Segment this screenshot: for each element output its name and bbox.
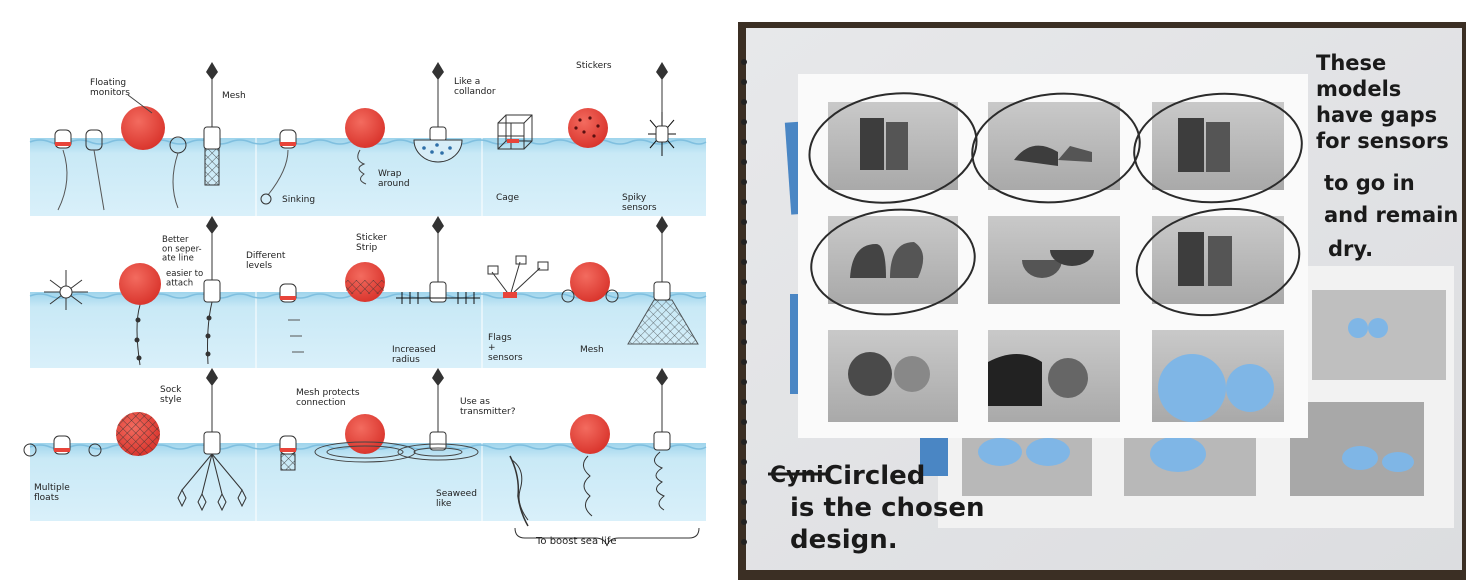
label-mesh: Mesh [222,91,246,101]
red-buoy [121,106,165,150]
chosen-design-circles [808,92,1303,317]
notebook-page-photo: These models have gaps for sensors to go… [738,22,1466,580]
prototype-photo-grid [828,102,1284,422]
note-gaps-for-sensors: These models have gaps for sensors to go… [1316,51,1466,261]
label-sinking: Sinking [282,195,315,205]
sea-band-row2 [30,292,706,368]
sea-band-row3 [30,443,706,521]
spiral-binding [741,59,747,545]
label-flags-sensors: Flags+sensors [488,333,523,363]
blue-print-photos [962,290,1446,496]
note-circled-chosen: Circled is the chosen design. [790,461,994,555]
label-boost-sea-life: To boost sea life [535,536,617,547]
blue-tape [920,436,948,476]
label-mesh-arrow: Mesh [580,345,604,355]
label-cage: Cage [496,193,520,203]
sea-band-row1 [30,138,706,216]
label-stickers: Stickers [576,61,612,71]
